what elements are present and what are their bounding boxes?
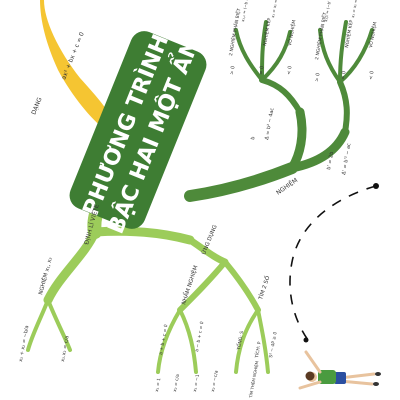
tong-label: TỔNG: S: [234, 330, 245, 351]
root1a-label: x₁ = 1: [154, 377, 162, 392]
delta-formula: Δ = b² − 4ac: [264, 107, 276, 140]
eq0-label-b: = 0: [340, 70, 347, 80]
formula-double-root: x₁ = x₂ = −b/2a: [270, 0, 281, 18]
lt0-label-b: < 0: [368, 70, 375, 80]
dashed-arc-decoration: [289, 185, 377, 341]
viete-product: x₁.x₂ = c/a: [60, 335, 70, 362]
formula-double-root-b: x₁ = x₂ = −b'/a: [350, 0, 360, 18]
tim-hai-so-label: TÌM 2 SỐ: [256, 274, 272, 301]
case2-label: a − b + c = 0: [194, 321, 205, 353]
arc-end-dot-icon: [373, 183, 379, 189]
gt0-label: > 0: [229, 65, 236, 75]
formula-two-roots: x₁,₂ = (−b ± √Δ)/2a: [240, 0, 252, 22]
root2b-label: x₂ = −c/a: [210, 370, 220, 393]
eq0-label: = 0: [258, 65, 265, 75]
ptrinh-label: S² − 4P ≥ 0: [268, 331, 279, 358]
formula-two-roots-b: x₁,₂ = (−b' ± √Δ')/a: [323, 0, 335, 22]
case1-label: a + b + c = 0: [158, 324, 169, 356]
lt0-label: < 0: [286, 65, 293, 75]
nghiem-branch: [184, 20, 374, 202]
b-prime-label: b' = 2b: [326, 151, 335, 170]
person-illustration-icon: [298, 350, 381, 390]
tich-label: TÍCH: P: [253, 341, 263, 359]
b-label: b: [250, 136, 256, 140]
gt0-label-b: > 0: [314, 72, 321, 82]
dang-label: DẠNG: [30, 96, 43, 116]
tim-them-label: TÌM THÊM NGHIỆM: [248, 360, 260, 399]
dang-branch: [40, 0, 114, 131]
root2a-label: x₁ = −1: [192, 374, 201, 393]
title-box: PHƯƠNG TRÌNH BẬC HAI MỘT ẨN: [69, 31, 207, 237]
arc-start-dot-icon: [303, 337, 309, 343]
delta-prime-formula: Δ' = b'² − ac: [341, 143, 352, 176]
root1b-label: x₂ = c/a: [172, 373, 181, 392]
